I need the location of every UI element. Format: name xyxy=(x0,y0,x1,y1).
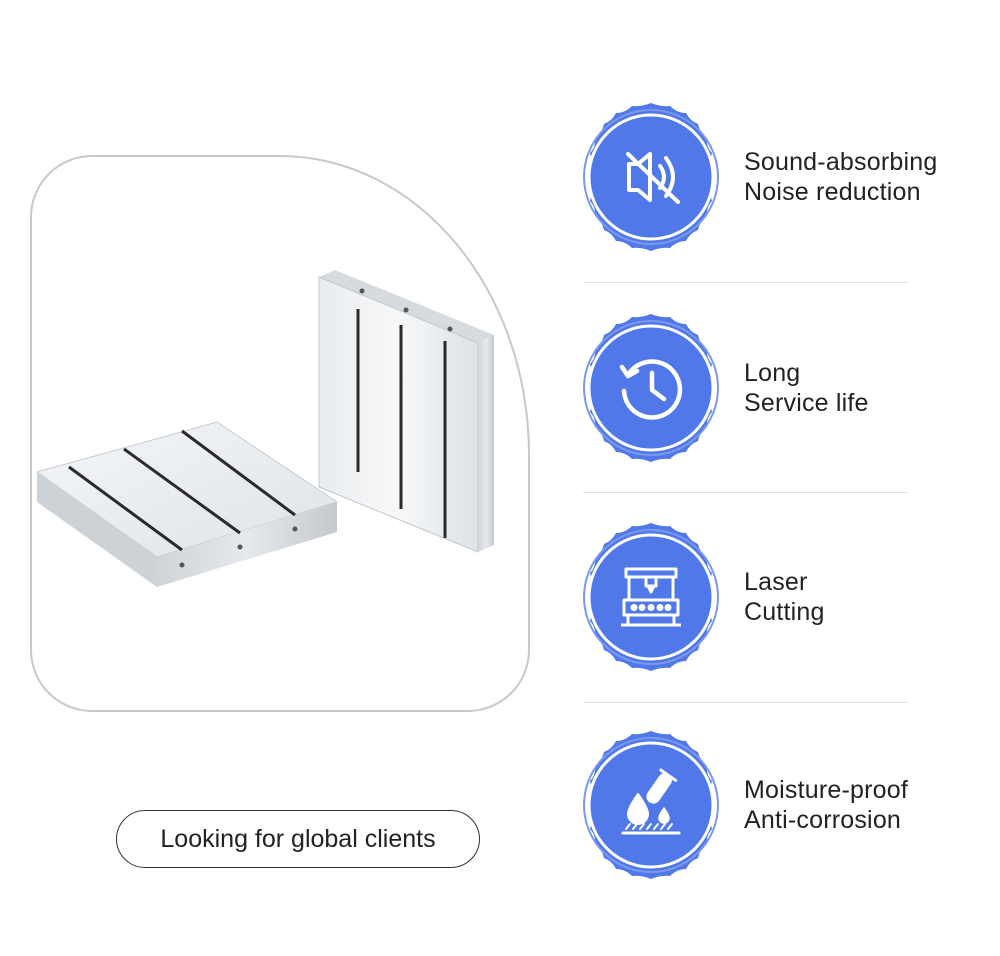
mute-speaker-icon xyxy=(626,152,680,204)
clock-history-icon xyxy=(619,359,683,420)
divider xyxy=(583,492,908,493)
laser-cutter-icon xyxy=(621,567,681,627)
feature-line2: Service life xyxy=(744,389,869,417)
feature-line1: Moisture-proof xyxy=(744,776,908,804)
feature-line1: Laser xyxy=(744,568,808,596)
standing-acrylic-panel xyxy=(318,270,494,553)
feature-line2: Cutting xyxy=(744,598,825,626)
feature-text-1: Sound-absorbing Noise reduction xyxy=(744,147,937,207)
badge-laser-cutter xyxy=(583,523,719,671)
feature-line1: Long xyxy=(744,359,801,387)
global-clients-button[interactable]: Looking for global clients xyxy=(116,810,480,868)
feature-line2: Noise reduction xyxy=(744,178,921,206)
acrylic-panels-image xyxy=(35,270,494,587)
divider xyxy=(583,702,908,703)
divider xyxy=(583,282,908,283)
feature-laser-cutting: Laser Cutting xyxy=(576,522,976,672)
badge-mute-speaker xyxy=(583,103,719,251)
lying-acrylic-panel xyxy=(35,421,339,587)
badge-moisture-drop xyxy=(583,731,719,879)
moisture-drop-icon xyxy=(621,768,681,835)
feature-service-life: Long Service life xyxy=(576,313,976,463)
feature-text-2: Long Service life xyxy=(744,358,869,418)
feature-text-3: Laser Cutting xyxy=(744,567,825,627)
feature-text-4: Moisture-proof Anti-corrosion xyxy=(744,775,908,835)
feature-moisture-proof: Moisture-proof Anti-corrosion xyxy=(576,730,976,880)
feature-line2: Anti-corrosion xyxy=(744,806,902,834)
global-clients-label: Looking for global clients xyxy=(160,824,436,853)
feature-line1: Sound-absorbing xyxy=(744,148,938,176)
product-image-frame xyxy=(30,155,530,712)
badge-clock-history xyxy=(583,314,719,462)
feature-sound-absorbing: Sound-absorbing Noise reduction xyxy=(576,102,976,252)
